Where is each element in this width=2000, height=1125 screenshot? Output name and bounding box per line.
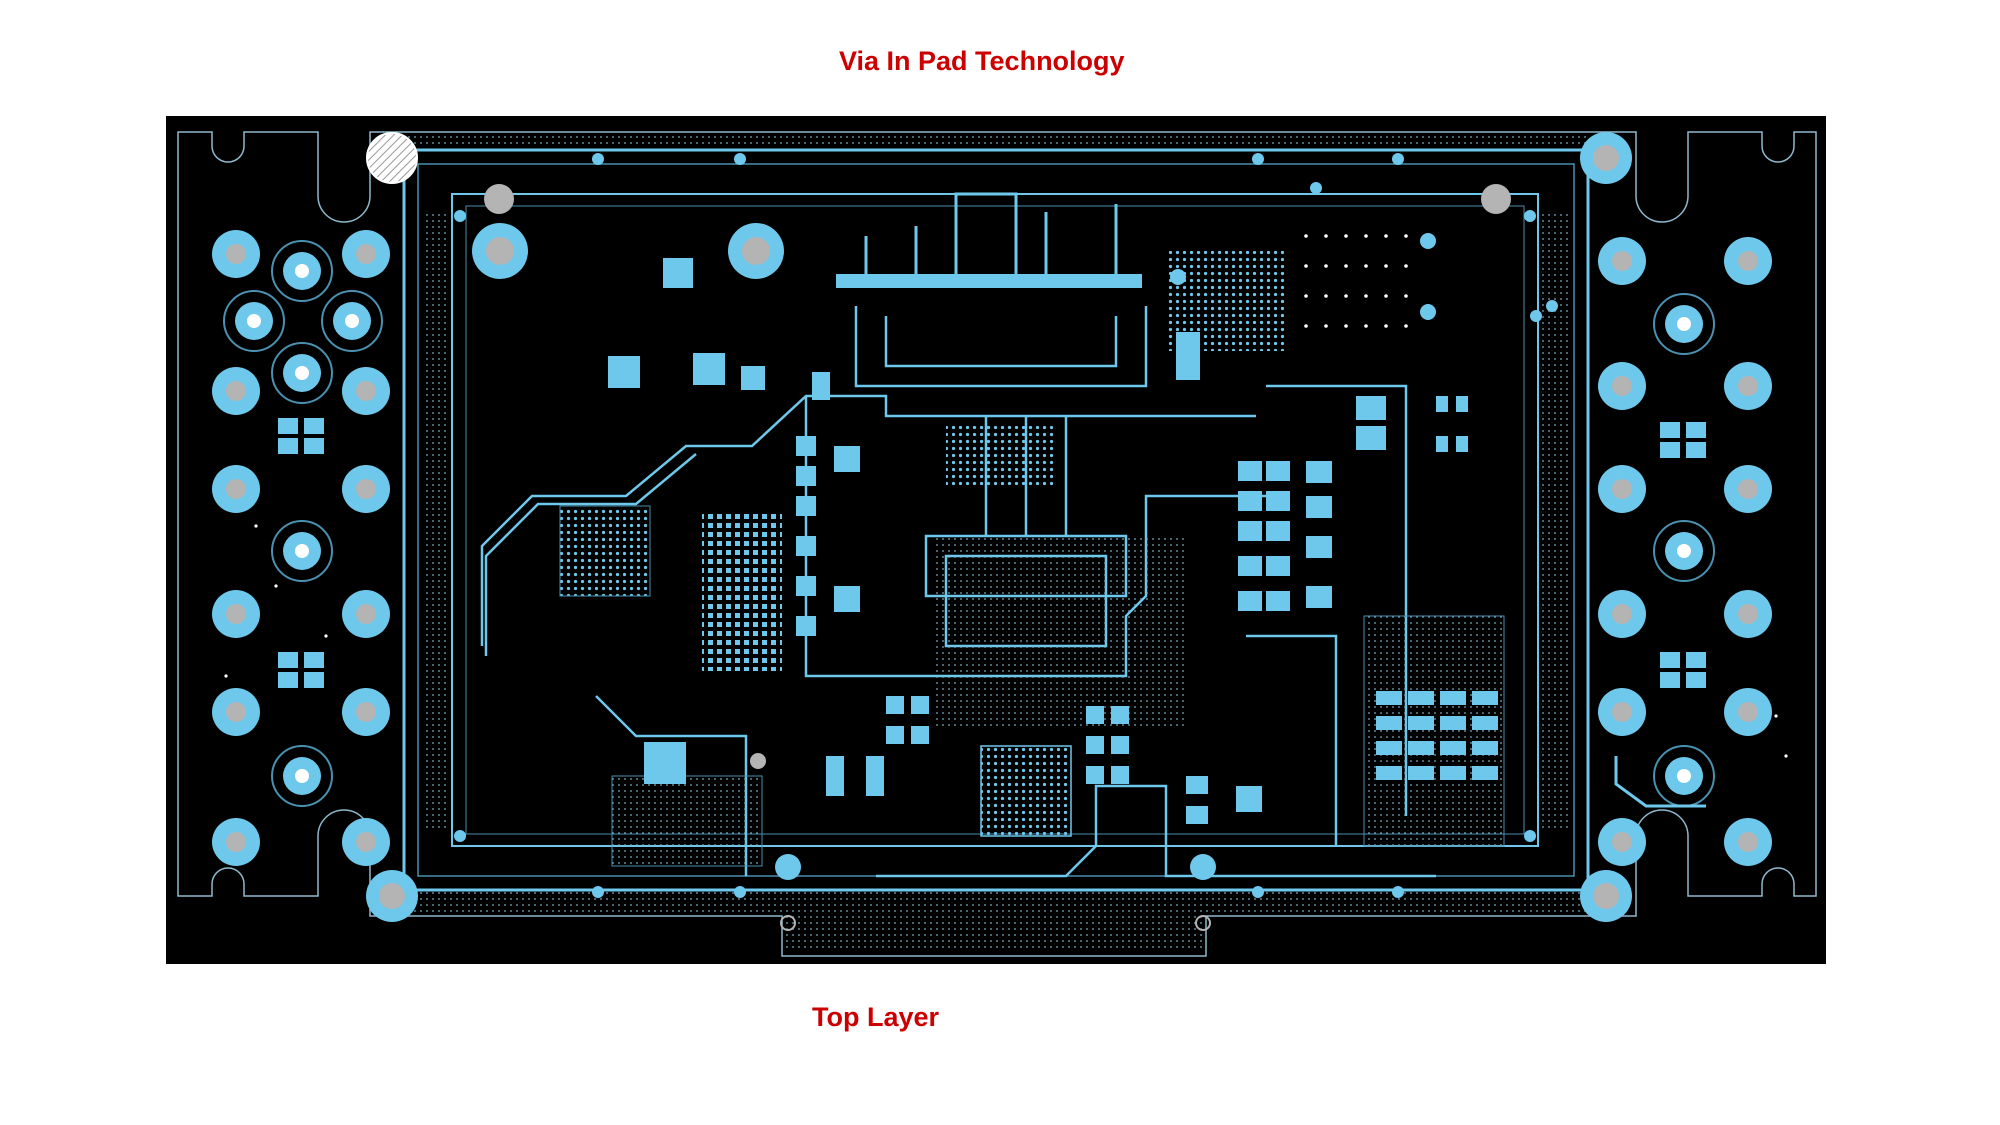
smd-pad-clusters [796, 332, 1498, 824]
edge-connector-fingers [836, 192, 1142, 288]
connector-tab-vias [786, 916, 1202, 952]
via-stitching-bottom [406, 892, 1586, 912]
pcb-top-layer-diagram [166, 116, 1826, 964]
board-outline [177, 131, 1817, 957]
right-connector-pads [1598, 237, 1772, 866]
via-field [224, 234, 1788, 758]
corner-mounting-pads [366, 132, 1632, 922]
central-routing-field [936, 536, 1186, 726]
via-stitching-left [422, 212, 450, 832]
qfn-packages [608, 258, 1262, 812]
inner-frame [402, 148, 1590, 892]
left-connector-pads [212, 230, 390, 866]
connector-tab-holes [750, 753, 1211, 931]
hatched-mounting-hole [366, 132, 418, 184]
layer-label: Top Layer [812, 1002, 940, 1032]
page-title: Via In Pad Technology [839, 46, 1125, 76]
stitching-vias [454, 153, 1558, 898]
via-stitching-top [406, 136, 1586, 148]
via-stitching-right [1540, 212, 1568, 832]
